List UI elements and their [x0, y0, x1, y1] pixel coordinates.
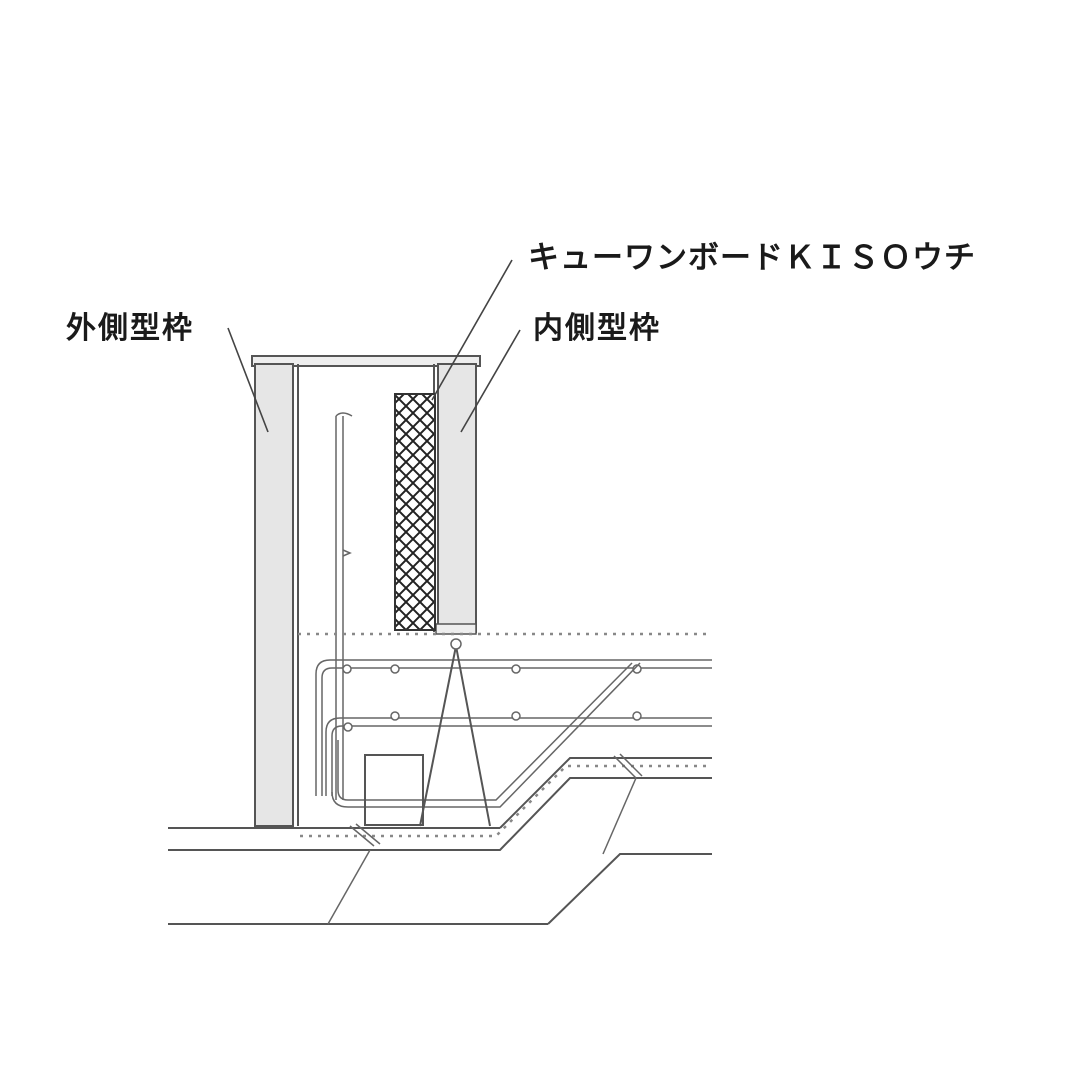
leader-lines: [227, 259, 521, 433]
inner-form-label: 内側型枠: [533, 311, 661, 346]
outer-formwork: [254, 363, 299, 827]
insulation-board: [394, 393, 436, 631]
break-marks: [327, 753, 643, 925]
spacer: [364, 754, 424, 826]
outer-form-label: 外側型枠: [66, 311, 194, 346]
upper-horizontal-rebar: [315, 659, 712, 796]
vertical-rebar: [335, 412, 353, 800]
diagonal-rebar: [331, 662, 641, 808]
form-top-cap: [251, 355, 481, 367]
foundation-slab: [168, 757, 712, 925]
inner-formwork: [433, 363, 477, 635]
lower-horizontal-rebar: [325, 711, 712, 796]
product-label: キューワンボードＫＩＳＯウチ: [528, 240, 976, 276]
support-triangle: [419, 638, 491, 827]
